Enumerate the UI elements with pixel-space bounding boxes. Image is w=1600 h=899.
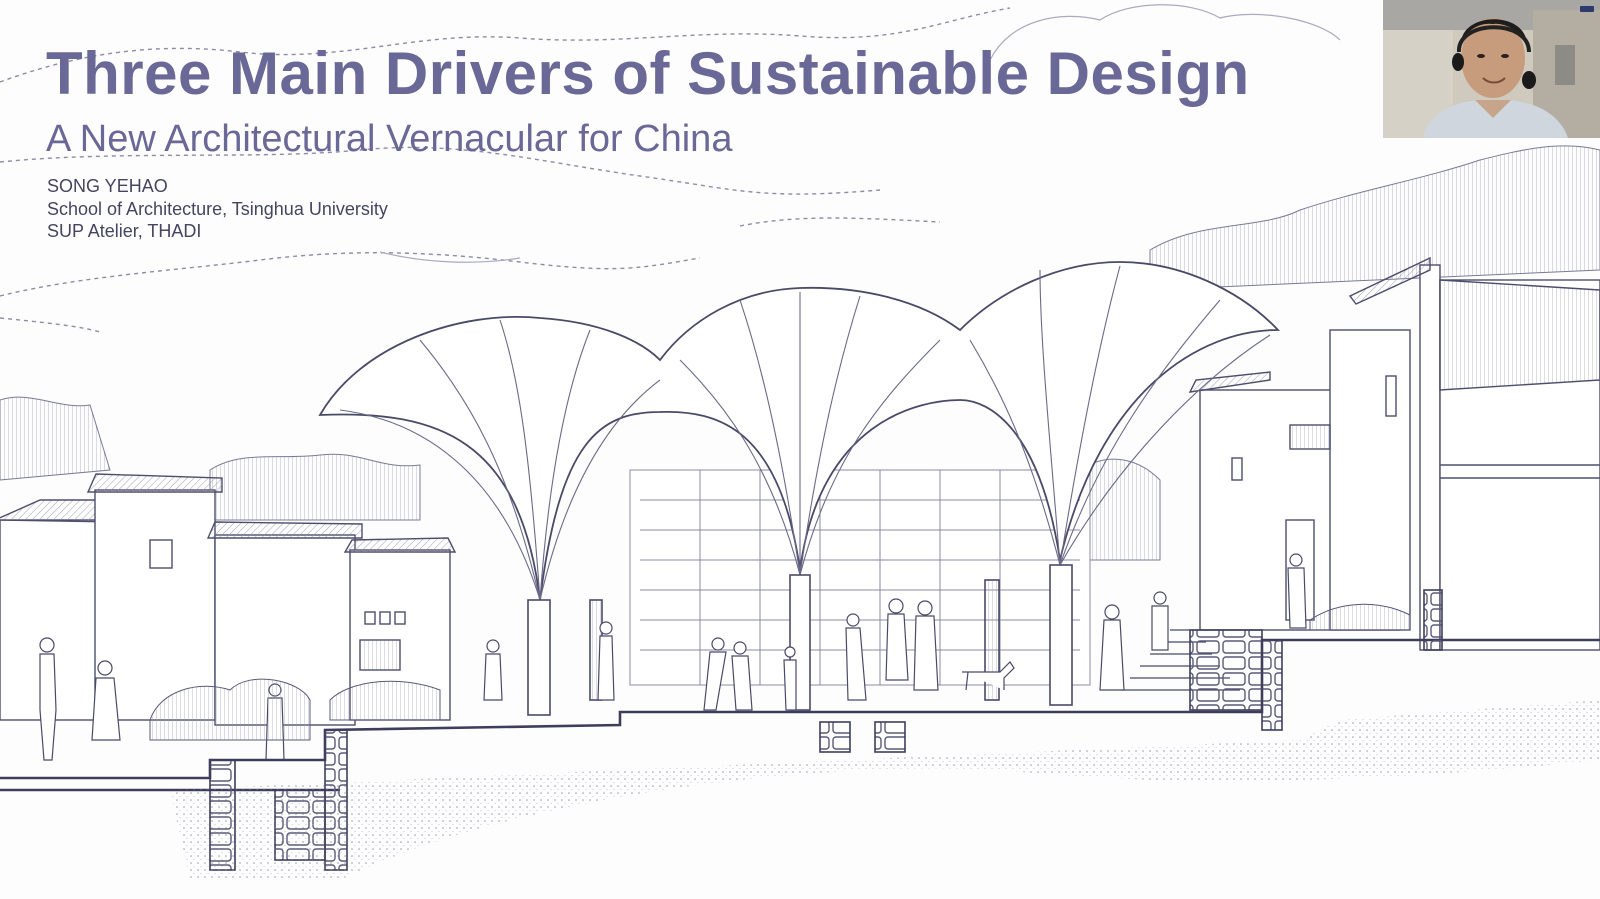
author-name: SONG YEHAO (47, 176, 168, 196)
slide-subtitle: A New Architectural Vernacular for China (46, 118, 733, 160)
soil-stipple (170, 700, 1600, 880)
affiliation-atelier: SUP Atelier, THADI (47, 221, 202, 241)
canopy-ribs (339, 265, 1271, 601)
cloud-outline (379, 4, 1341, 263)
shrubs (149, 603, 1411, 741)
webcam-video-tile[interactable] (1383, 0, 1600, 138)
camera-status-icon (1580, 6, 1594, 12)
author-info: SONG YEHAO School of Architecture, Tsing… (47, 175, 388, 243)
cloud-lines (0, 7, 1011, 333)
right-houses (1188, 256, 1600, 651)
tree-silhouettes (0, 145, 1600, 561)
affiliation-university: School of Architecture, Tsinghua Univers… (47, 198, 388, 219)
person-video-feed-icon (1383, 0, 1600, 138)
slide-title: Three Main Drivers of Sustainable Design (46, 40, 1250, 107)
stairs (1120, 629, 1240, 691)
